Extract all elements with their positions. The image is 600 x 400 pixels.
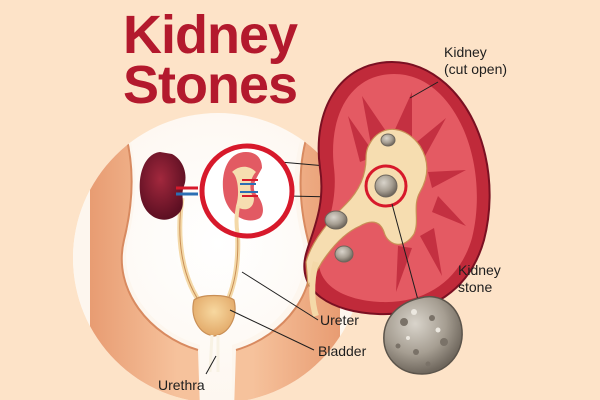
label-kidney-cut-open: Kidney (cut open): [444, 44, 507, 78]
torso-skin: [90, 113, 340, 400]
label-bladder: Bladder: [318, 343, 367, 359]
label-leaders: [205, 81, 439, 375]
bladder-icon: [192, 294, 236, 337]
kidney-icon: [139, 152, 186, 220]
label-kidney-cut-open-line-1: Kidney: [444, 44, 487, 60]
kidney-cross-section: [303, 60, 491, 317]
label-kidney-stone: Kidney stone: [458, 262, 501, 296]
magnifier-ring-icon: [199, 143, 295, 239]
label-kidney-stone-line-1: Kidney: [458, 262, 501, 278]
kidney-stone-icon: [383, 295, 463, 375]
title-line-2: Stones: [122, 55, 298, 115]
title-line-1: Kidney: [122, 5, 298, 65]
label-kidney-stone-line-2: stone: [458, 279, 493, 295]
stone-highlight-ring: [364, 164, 408, 208]
kidney-ureter: [309, 261, 319, 317]
label-ureter: Ureter: [320, 312, 359, 328]
label-kidney-cut-open-line-2: (cut open): [444, 61, 508, 77]
label-urethra: Urethra: [158, 377, 205, 393]
